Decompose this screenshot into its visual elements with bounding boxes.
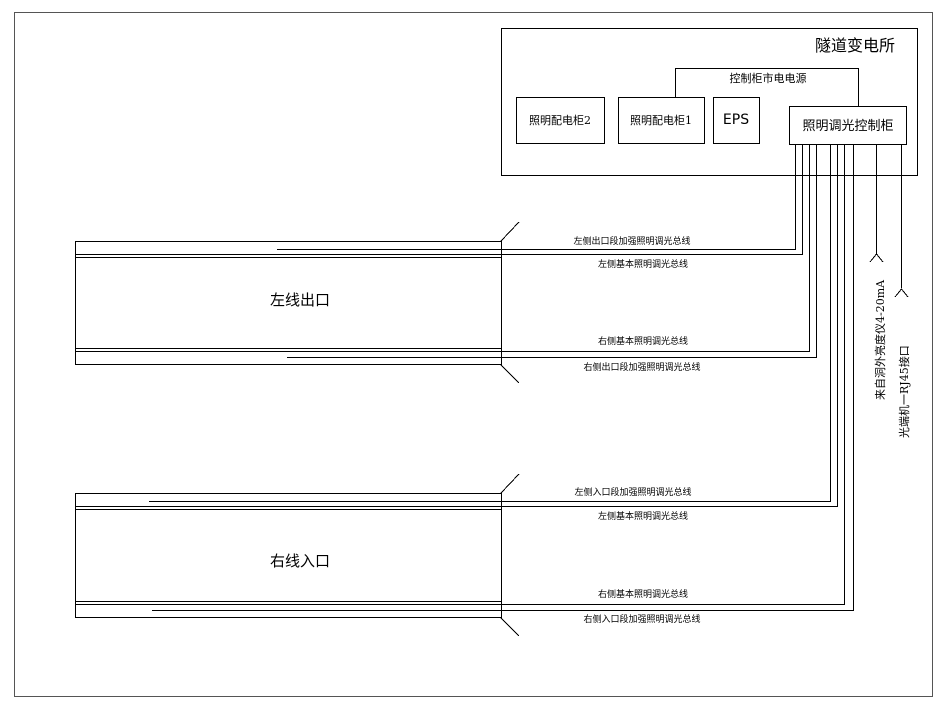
bus-left-exit-right-reinforced [287, 145, 817, 358]
bus-left-exit-left-reinforced-label: 左侧出口段加强照明调光总线 [573, 235, 690, 247]
optical-terminal-arrow [894, 288, 909, 298]
eps-panel [713, 97, 760, 144]
bus-right-entrance-right-basic [75, 145, 845, 605]
bus-right-entrance-right-reinforced [152, 145, 854, 611]
bus-right-entrance-right-reinforced-label: 右侧入口段加强照明调光总线 [583, 613, 700, 625]
bus-left-exit-right-reinforced-label: 右侧出口段加强照明调光总线 [583, 361, 700, 373]
bus-left-exit-right-basic-label: 右侧基本照明调光总线 [598, 335, 688, 347]
bus-right-entrance-left-basic-label: 左侧基本照明调光总线 [598, 510, 688, 522]
bus-right-entrance-left-basic [75, 145, 838, 507]
lighting-panel-2-label: 照明配电柜2 [529, 114, 591, 127]
mains-power-line [675, 68, 859, 106]
eps-label: EPS [723, 112, 749, 128]
lighting-panel-2 [516, 97, 605, 144]
bus-left-exit-right-basic [75, 145, 810, 352]
bus-left-exit-left-reinforced [277, 145, 796, 250]
left-exit-label: 左线出口 [270, 291, 330, 309]
lighting-panel-1-label: 照明配电柜1 [630, 114, 692, 127]
mains-power-label: 控制柜市电电源 [730, 71, 807, 85]
optical-terminal-label: 光端机一RJ45接口 [897, 345, 911, 438]
right-entrance-label: 右线入口 [270, 552, 330, 570]
right-entrance-tunnel [75, 473, 520, 637]
bus-left-exit-left-basic [75, 145, 803, 255]
left-exit-tunnel [75, 221, 520, 384]
bus-right-entrance-left-reinforced-label: 左侧入口段加强照明调光总线 [574, 486, 691, 498]
dimming-control-cabinet-label: 照明调光控制柜 [802, 119, 893, 134]
bus-left-exit-left-basic-label: 左侧基本照明调光总线 [598, 258, 688, 270]
lighting-panel-1 [618, 97, 705, 144]
dimming-control-cabinet [789, 106, 907, 145]
drawing-frame [14, 12, 933, 697]
bus-right-entrance-left-reinforced [149, 145, 831, 502]
substation-title: 隧道变电所 [815, 36, 895, 55]
luminance-meter-label: 来自洞外亮度仪4-20mA [873, 279, 887, 400]
luminance-meter-arrow [869, 253, 884, 263]
bus-right-entrance-right-basic-label: 右侧基本照明调光总线 [598, 588, 688, 600]
